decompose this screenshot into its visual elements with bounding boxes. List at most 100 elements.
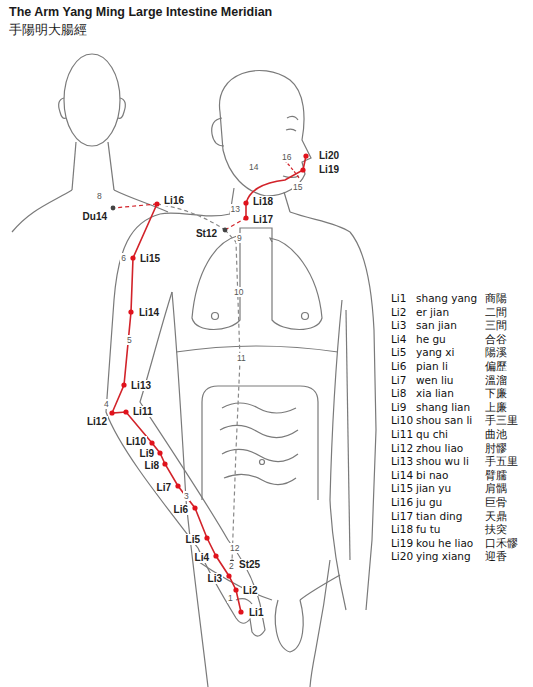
meridian-line bbox=[112, 156, 306, 612]
diagram-title: The Arm Yang Ming Large Intestine Meridi… bbox=[8, 5, 273, 20]
table-pinyin: qu chi bbox=[415, 428, 449, 440]
table-chinese-name: 口禾髎 bbox=[484, 537, 519, 549]
callout-number: 13 bbox=[230, 204, 241, 214]
point-label: Li10 bbox=[125, 436, 147, 447]
table-chinese-name: 下廉 bbox=[484, 387, 508, 399]
table-point-code: Li16 bbox=[390, 496, 414, 508]
external-channel bbox=[112, 204, 241, 612]
table-point-code: Li11 bbox=[390, 428, 414, 440]
point-label: Li20 bbox=[318, 150, 340, 161]
point-label: Li9 bbox=[139, 448, 155, 459]
reference-dots bbox=[111, 206, 235, 565]
table-chinese-name: 扶突 bbox=[484, 523, 508, 535]
table-pinyin: tian ding bbox=[415, 510, 463, 522]
table-chinese-name: 手五里 bbox=[484, 455, 519, 467]
callout-number: 15 bbox=[292, 182, 303, 192]
table-pinyin: he gu bbox=[415, 333, 447, 345]
point-label: Li7 bbox=[156, 482, 172, 493]
table-pinyin: er jian bbox=[415, 306, 450, 318]
callout-number: 8 bbox=[96, 191, 103, 201]
callout-number: 9 bbox=[236, 233, 243, 243]
table-point-code: Li7 bbox=[390, 374, 407, 386]
table-point-code: Li12 bbox=[390, 442, 414, 454]
table-point-code: Li18 bbox=[390, 523, 414, 535]
callout-number: 11 bbox=[236, 353, 247, 363]
table-pinyin: shang yang bbox=[415, 292, 478, 304]
point-label: Li6 bbox=[173, 504, 189, 515]
table-chinese-name: 肘髎 bbox=[484, 442, 508, 454]
point-label: Li17 bbox=[252, 214, 274, 225]
table-chinese-name: 商陽 bbox=[484, 292, 508, 304]
point-label: Li3 bbox=[207, 573, 223, 584]
table-pinyin: shou san li bbox=[415, 414, 473, 426]
table-chinese-name: 三間 bbox=[484, 319, 508, 331]
table-pinyin: yang xi bbox=[415, 346, 455, 358]
internal-channel bbox=[225, 230, 240, 562]
channel-branch bbox=[286, 162, 299, 178]
table-pinyin: zhou liao bbox=[415, 442, 464, 454]
callout-number: 2 bbox=[228, 561, 235, 571]
callout-number: 16 bbox=[281, 152, 292, 162]
table-chinese-name: 巨骨 bbox=[484, 496, 508, 508]
table-pinyin: ying xiang bbox=[415, 550, 472, 562]
body-outline bbox=[12, 54, 376, 687]
table-point-code: Li2 bbox=[390, 306, 407, 318]
table-point-code: Li17 bbox=[390, 510, 414, 522]
table-chinese-name: 臂臑 bbox=[484, 469, 508, 481]
table-point-code: Li9 bbox=[390, 401, 407, 413]
point-label: Li8 bbox=[144, 460, 160, 471]
callout-number: 5 bbox=[126, 335, 133, 345]
point-label: St12 bbox=[195, 228, 218, 239]
table-point-code: Li20 bbox=[390, 550, 414, 562]
point-label: St25 bbox=[238, 559, 261, 570]
table-point-code: Li15 bbox=[390, 482, 414, 494]
point-label: Li13 bbox=[130, 380, 152, 391]
table-chinese-name: 溫溜 bbox=[484, 374, 508, 386]
point-label: Li2 bbox=[242, 585, 258, 596]
table-pinyin: jian yu bbox=[415, 482, 452, 494]
table-point-code: Li13 bbox=[390, 455, 414, 467]
external-channel bbox=[246, 156, 306, 218]
channel-branch bbox=[157, 204, 225, 230]
table-point-code: Li3 bbox=[390, 319, 407, 331]
table-chinese-name: 曲池 bbox=[484, 428, 508, 440]
table-pinyin: ju gu bbox=[415, 496, 443, 508]
table-point-code: Li10 bbox=[390, 414, 414, 426]
acupoint-dots bbox=[109, 153, 308, 614]
table-chinese-name: 手三里 bbox=[484, 414, 519, 426]
point-label: Li19 bbox=[318, 164, 340, 175]
table-pinyin: shou wu li bbox=[415, 455, 470, 467]
table-chinese-name: 迎香 bbox=[484, 550, 508, 562]
table-point-code: Li8 bbox=[390, 387, 407, 399]
table-point-code: Li19 bbox=[390, 537, 414, 549]
callout-number: 10 bbox=[233, 287, 244, 297]
point-label: Li4 bbox=[194, 552, 210, 563]
table-point-code: Li1 bbox=[390, 292, 407, 304]
table-pinyin: bi nao bbox=[415, 469, 449, 481]
point-label: Li12 bbox=[86, 416, 108, 427]
table-pinyin: wen liu bbox=[415, 374, 455, 386]
table-point-code: Li4 bbox=[390, 333, 407, 345]
point-label: Li16 bbox=[163, 195, 185, 206]
callout-number: 4 bbox=[103, 399, 110, 409]
table-pinyin: kou he liao bbox=[415, 537, 474, 549]
table-pinyin: shang lian bbox=[415, 401, 471, 413]
table-chinese-name: 二間 bbox=[484, 306, 508, 318]
point-label: Li5 bbox=[185, 534, 201, 545]
table-point-code: Li14 bbox=[390, 469, 414, 481]
channel-branch bbox=[113, 204, 157, 208]
table-chinese-name: 天鼎 bbox=[484, 510, 508, 522]
point-label: Li14 bbox=[138, 307, 160, 318]
table-chinese-name: 肩髃 bbox=[484, 482, 508, 494]
subtitle: 手陽明大腸經 bbox=[8, 22, 88, 37]
table-point-code: Li6 bbox=[390, 360, 407, 372]
point-label: Li1 bbox=[248, 607, 264, 618]
table-chinese-name: 合谷 bbox=[484, 333, 508, 345]
callout-number: 14 bbox=[248, 162, 259, 172]
table-chinese-name: 陽溪 bbox=[484, 346, 508, 358]
point-label: Du14 bbox=[82, 211, 108, 222]
callout-number: 1 bbox=[227, 593, 234, 603]
point-label: Li18 bbox=[252, 196, 274, 207]
